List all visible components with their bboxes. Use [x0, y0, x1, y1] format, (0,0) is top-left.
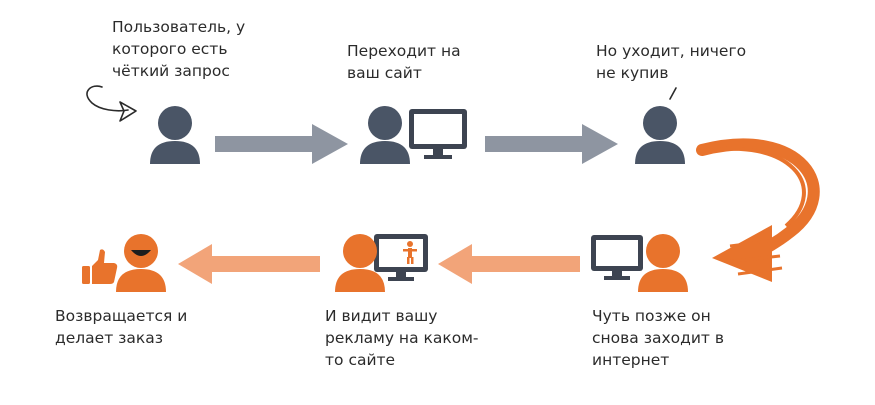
arrow-orange-1 — [438, 244, 580, 284]
happy-face-icon — [116, 234, 166, 292]
thumbs-up-icon — [82, 249, 118, 284]
person-icon-step-3 — [635, 106, 685, 164]
step-3-label: Но уходит, ничего не купив — [596, 42, 747, 82]
curved-arrow-icon — [696, 138, 820, 282]
arrow-orange-2 — [178, 244, 320, 284]
person-at-computer-step-2 — [360, 106, 467, 164]
arrow-gray-2 — [485, 124, 618, 164]
ad-figure-icon — [403, 241, 417, 264]
step-6-label: Возвращается и делает заказ — [55, 307, 188, 347]
arrow-gray-1 — [215, 124, 348, 164]
person-sees-ad-step-5 — [335, 234, 428, 292]
step-2-label: Переходит на ваш сайт — [347, 42, 461, 82]
step-5-label: И видит вашу рекламу на каком- то сайте — [325, 307, 479, 369]
step-1-label: Пользователь, у которого есть чёткий зап… — [112, 18, 246, 80]
person-icon-step-1 — [150, 106, 200, 164]
step-4-label: Чуть позже он снова заходит в интернет — [592, 307, 724, 369]
speech-tick — [669, 87, 677, 100]
hand-drawn-pointer-icon — [86, 85, 137, 122]
person-at-computer-step-4 — [591, 234, 688, 292]
